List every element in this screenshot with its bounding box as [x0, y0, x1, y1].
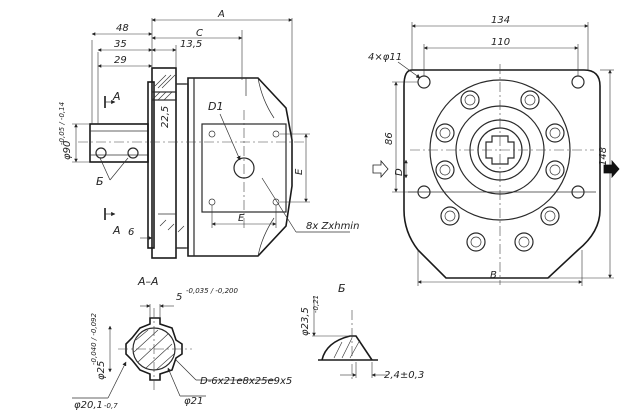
dim-86-label: 86	[384, 132, 395, 145]
dim-13-5-label: 13,5	[180, 39, 202, 50]
dim-6-label: 6	[128, 227, 134, 238]
section-marker-top: A	[104, 90, 121, 108]
section-marker-bottom: A	[104, 208, 121, 237]
dim-29-label: 29	[114, 55, 127, 66]
shaft	[89, 123, 149, 163]
detail-B-callout: Б	[96, 175, 104, 188]
svg-text:A: A	[112, 90, 121, 103]
holes-4x11-label: 4×φ11	[368, 52, 402, 63]
thread-holes-note: 8x Zxhmin	[306, 221, 359, 232]
dim-134-label: 134	[491, 15, 510, 26]
dim-C-label: C	[196, 28, 203, 39]
front-view: 134 110 4×φ11 86 148 B D	[368, 15, 620, 286]
dim-D-label: D	[394, 168, 405, 176]
diameter-21-label: φ21	[184, 396, 203, 407]
diameter-25-label: φ25	[96, 361, 107, 380]
outlet-arrow-icon	[603, 159, 620, 179]
dimension-lines-top	[91, 18, 293, 140]
D1-label: D1	[208, 100, 223, 113]
inlet-arrow-icon	[372, 159, 389, 179]
dim-22-5-label: 22,5	[160, 106, 171, 128]
dim-48-label: 48	[116, 23, 129, 34]
dim-B-label: B	[490, 270, 497, 281]
section-AA-title: A–A	[137, 275, 159, 288]
detail-B-title: Б	[338, 282, 346, 295]
dim-35-label: 35	[114, 39, 127, 50]
dim-5-tolerance: -0,035 / -0,200	[186, 287, 238, 295]
svg-text:A: A	[112, 224, 121, 237]
dim-110-label: 110	[491, 37, 510, 48]
chamfer-label: 2,4±0,3	[384, 370, 424, 381]
mounting-flange	[147, 67, 189, 259]
dim-E-vertical: E	[294, 168, 305, 175]
diameter-23-5-label: φ23,5	[300, 307, 311, 336]
spline-spec-label: D-6x21e8x25e9x5	[200, 376, 292, 387]
dim-148-label: 148	[598, 147, 609, 166]
diameter-23-5-tolerance: -0,21	[312, 295, 320, 313]
bolt-pattern	[435, 90, 565, 252]
dim-5-label: 5	[176, 292, 182, 303]
diameter-90-tolerance: -0,05 / -0,14	[58, 102, 66, 145]
diameter-25-tolerance: -0,040 / -0,092	[90, 313, 98, 365]
pump-body	[187, 77, 293, 257]
diameter-20-1-tolerance: -0,7	[104, 402, 118, 410]
side-view: A 48 C 35 13,5 29 22,5 φ90 -0,05 / -0,14…	[58, 9, 359, 259]
diameter-90-label: φ90	[62, 141, 73, 160]
diameter-20-1-label: φ20,1	[74, 400, 103, 411]
dim-A-label: A	[217, 9, 225, 20]
diameter-90-dimension: φ90 -0,05 / -0,14	[58, 102, 90, 163]
detail-B: Б φ23,5 -0,21 2,4±0,3	[300, 282, 424, 381]
section-AA: A–A 5 -0,035 / -0,200 φ25 -0,040 / -0,09…	[72, 275, 292, 411]
dim-E-horizontal: E	[238, 213, 245, 224]
